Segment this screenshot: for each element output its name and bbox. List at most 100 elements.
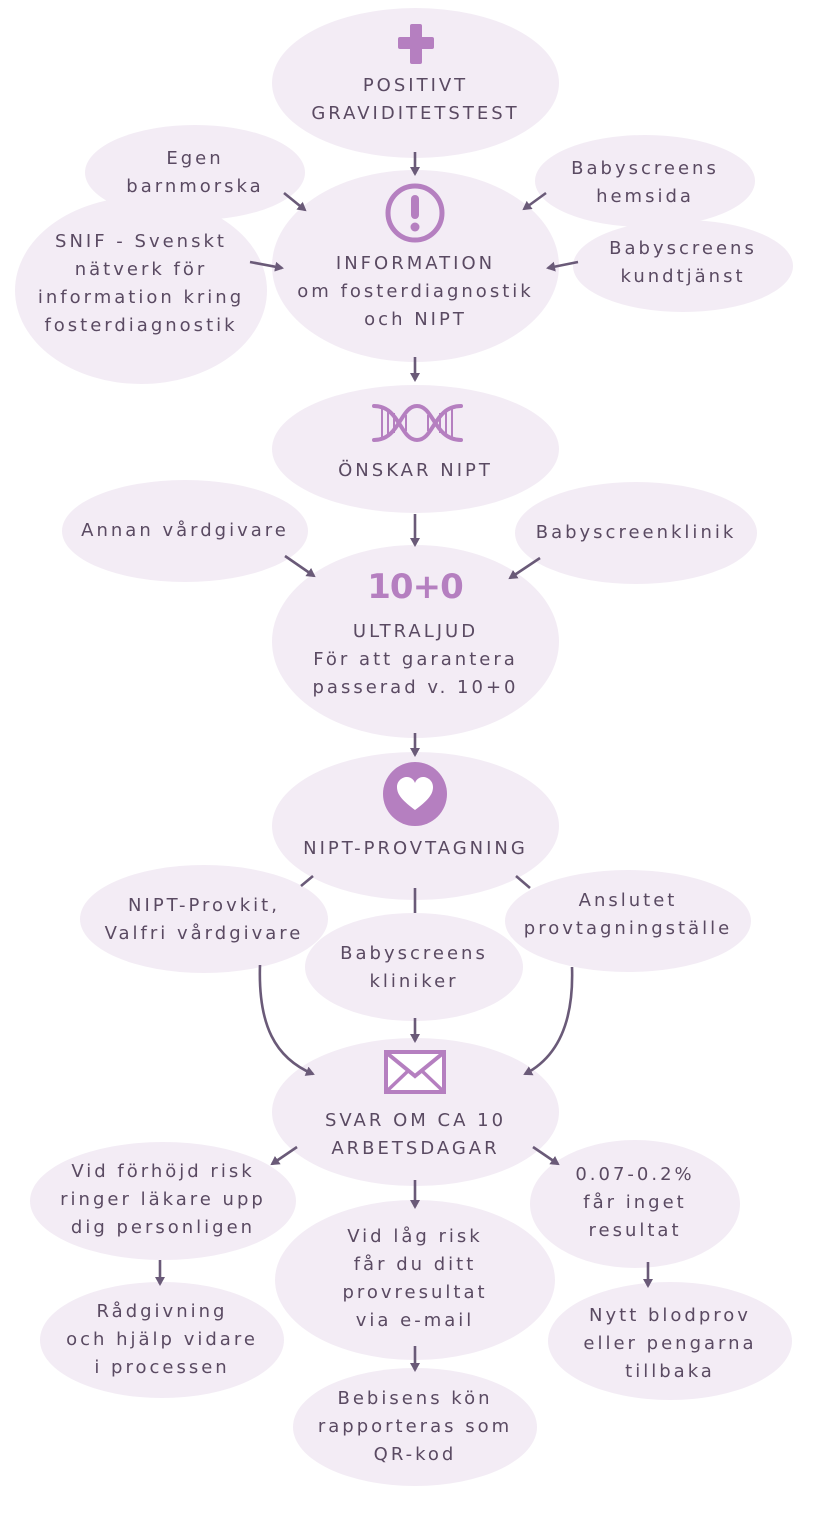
label-line: kliniker — [369, 970, 459, 992]
outcome-lag-risk — [275, 1200, 555, 1360]
label-line: får inget — [583, 1191, 687, 1213]
outcome-kon-label: Bebisens kön rapporteras som QR-kod — [293, 1385, 537, 1469]
label-line: ULTRALJUD — [352, 621, 479, 642]
label-line: Babyscreens — [609, 238, 757, 259]
label-line: QR-kod — [373, 1443, 457, 1465]
outcome-nytt — [548, 1282, 792, 1400]
label-line: nätverk för — [74, 258, 208, 280]
label-line: hemsida — [596, 185, 694, 207]
label-line: dig personligen — [70, 1216, 256, 1238]
source-klinik — [515, 482, 757, 584]
node-ultraljud-label: ULTRALJUD För att garantera passerad v. … — [272, 618, 559, 702]
label-line: Babyscreens — [340, 943, 488, 964]
source-provkit-label: NIPT-Provkit, Valfri vårdgivare — [80, 892, 328, 948]
outcome-inget-label: 0.07-0.2% får inget resultat — [530, 1161, 740, 1245]
label-line: Bebisens kön — [337, 1388, 493, 1409]
source-kundtjanst-label: Babyscreens kundtjänst — [573, 235, 793, 291]
outcome-radgivning-label: Rådgivning och hjälp vidare i processen — [40, 1298, 284, 1382]
label-line: 0.07-0.2% — [575, 1164, 695, 1185]
exclamation-icon — [385, 183, 445, 243]
arrow-kundtjanst-information — [546, 260, 579, 272]
plus-icon — [398, 24, 434, 64]
label-line: POSITIVT — [362, 75, 469, 96]
week-badge-icon: 10+0 — [367, 567, 463, 607]
node-svar-label: SVAR OM CA 10 ARBETSDAGAR — [272, 1107, 559, 1163]
label-line: via e-mail — [355, 1309, 475, 1331]
node-positive-label: POSITIVT GRAVIDITETSTEST — [272, 72, 559, 128]
source-snif — [15, 197, 267, 384]
line-provtagning-provkit — [300, 875, 314, 887]
label-line: tillbaka — [625, 1360, 715, 1382]
source-anslutet — [505, 870, 751, 972]
arrow-snif-information — [249, 260, 284, 272]
envelope-icon — [384, 1050, 446, 1094]
label-line: fosterdiagnostik — [44, 314, 238, 336]
source-bs-kliniker — [305, 913, 523, 1021]
label-line: Rådgivning — [96, 1301, 228, 1322]
node-provtagning-label: NIPT-PROVTAGNING — [272, 835, 559, 863]
label-line: i processen — [94, 1356, 230, 1378]
source-hemsida — [535, 135, 755, 227]
label-line: och hjälp vidare — [66, 1328, 258, 1350]
arrow-svar-inget — [532, 1145, 560, 1166]
source-annan-label: Annan vårdgivare — [62, 517, 308, 545]
label-line: information kring — [37, 286, 245, 308]
arrow-svar-hog-risk — [270, 1145, 298, 1166]
outcome-hog-risk-label: Vid förhöjd risk ringer läkare upp dig p… — [30, 1158, 296, 1242]
source-klinik-label: Babyscreenklinik — [515, 519, 757, 547]
dna-icon — [372, 403, 463, 443]
source-barnmorska-label: Egen barnmorska — [85, 145, 305, 201]
arrow-provkit-svar — [258, 964, 315, 1076]
source-bs-kliniker-label: Babyscreens kliniker — [305, 940, 523, 996]
label-line: SNIF - Svenskt — [55, 231, 227, 252]
label-line: rapporteras som — [317, 1415, 513, 1437]
label-line: Anslutet — [578, 890, 678, 911]
label-line: ringer läkare upp — [60, 1188, 266, 1210]
label-line: Valfri vårdgivare — [104, 922, 304, 944]
label-line: får du ditt — [353, 1253, 477, 1275]
label-line: kundtjänst — [620, 265, 746, 287]
label-line: eller pengarna — [583, 1332, 757, 1354]
arrow-annan-ultraljud — [284, 554, 316, 578]
label-line: NIPT-Provkit, — [128, 895, 280, 916]
outcome-hog-risk — [30, 1142, 296, 1260]
label-line: Babyscreens — [571, 158, 719, 179]
label-line: provresultat — [342, 1281, 488, 1303]
source-hemsida-label: Babyscreens hemsida — [535, 155, 755, 211]
arrow-anslutet-svar — [523, 966, 574, 1076]
label-line: NIPT-PROVTAGNING — [303, 838, 528, 859]
outcome-radgivning — [40, 1282, 284, 1398]
label-line: För att garantera — [313, 648, 518, 670]
outcome-inget — [530, 1140, 740, 1268]
label-line: GRAVIDITETSTEST — [311, 102, 520, 124]
source-kundtjanst — [573, 220, 793, 312]
label-line: Nytt blodprov — [589, 1305, 751, 1326]
label-line: ÖNSKAR NIPT — [338, 460, 493, 481]
source-provkit — [80, 865, 328, 973]
outcome-lag-risk-label: Vid låg risk får du ditt provresultat vi… — [275, 1223, 555, 1335]
label-line: SVAR OM CA 10 — [324, 1110, 507, 1131]
label-line: Egen — [166, 148, 224, 169]
label-line: Vid låg risk — [347, 1226, 483, 1247]
label-line: Annan vårdgivare — [81, 520, 289, 541]
label-line: resultat — [588, 1219, 682, 1241]
source-annan — [62, 480, 308, 582]
node-onskar-label: ÖNSKAR NIPT — [272, 457, 559, 485]
heart-icon — [383, 762, 447, 826]
label-line: provtagningställe — [523, 917, 733, 939]
label-line: Babyscreenklinik — [535, 522, 737, 543]
label-line: Vid förhöjd risk — [71, 1161, 255, 1182]
line-provtagning-anslutet — [515, 875, 531, 889]
arrow-klinik-ultraljud — [508, 556, 541, 580]
label-line: ARBETSDAGAR — [331, 1137, 500, 1159]
source-snif-label: SNIF - Svenskt nätverk för information k… — [15, 228, 267, 340]
label-line: INFORMATION — [335, 253, 496, 274]
label-line: passerad v. 10+0 — [312, 676, 519, 698]
label-line: och NIPT — [364, 308, 467, 330]
label-line: barnmorska — [126, 175, 264, 197]
arrow-hemsida-information — [522, 191, 547, 211]
node-information-label: INFORMATION om fosterdiagnostik och NIPT — [272, 250, 559, 334]
outcome-kon — [293, 1368, 537, 1486]
outcome-nytt-label: Nytt blodprov eller pengarna tillbaka — [548, 1302, 792, 1386]
